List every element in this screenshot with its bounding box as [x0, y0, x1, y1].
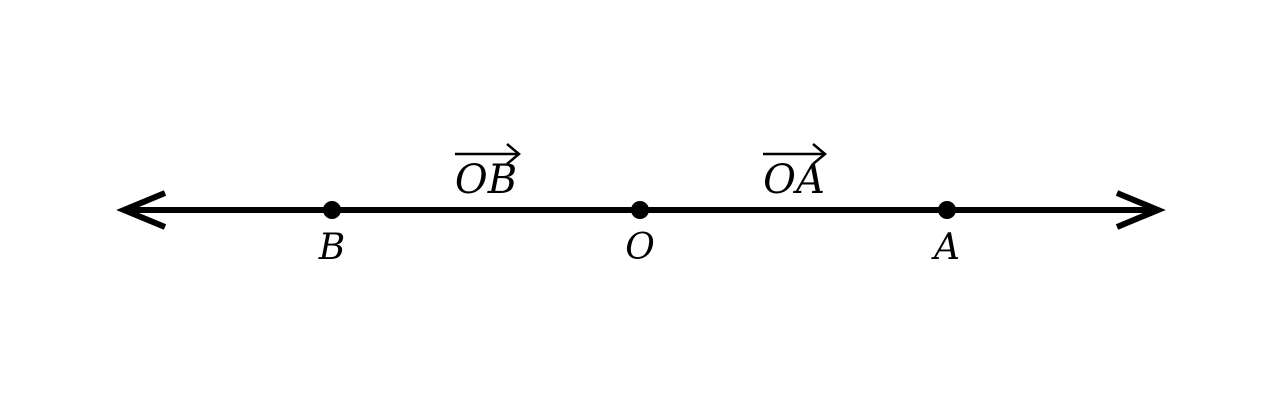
point-label-a: A — [931, 227, 960, 268]
right-arrowhead — [1115, 190, 1166, 230]
vector-ob-arrow-icon — [455, 143, 521, 165]
point-a — [938, 201, 956, 219]
point-label-o: O — [625, 227, 655, 268]
vector-label-ob: OB — [455, 157, 517, 203]
left-arrowhead — [116, 190, 167, 230]
vector-label-oa: OA — [763, 157, 825, 203]
vector-oa: OA — [763, 143, 827, 203]
point-b — [323, 201, 341, 219]
vector-ob: OB — [455, 143, 521, 203]
point-o — [631, 201, 649, 219]
point-label-b: B — [318, 227, 345, 268]
vector-oa-arrow-icon — [763, 143, 827, 165]
